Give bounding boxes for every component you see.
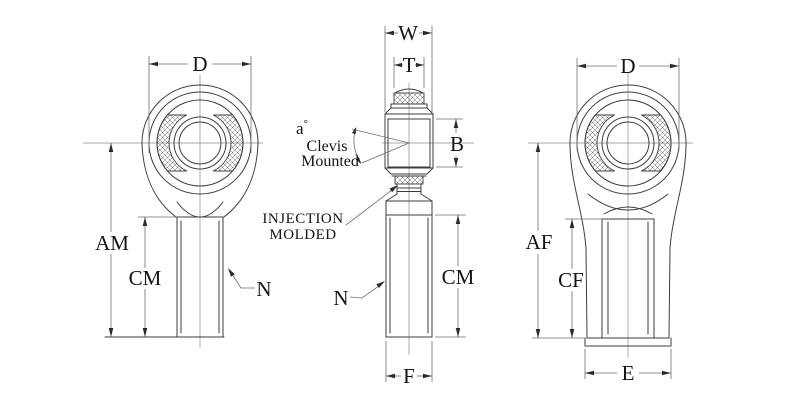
d-dimension-right: D [576,54,680,150]
dim-label-cf: CF [558,268,584,292]
callout-label-n-left: N [256,277,271,301]
dim-label-f: F [403,364,415,388]
cm-dimension-middle: CM [435,214,475,338]
housing-body [384,107,434,175]
note-clevis-line2: Mounted [301,153,359,170]
note-clevis-line1: Clevis [307,138,348,155]
injection-molded-callout: INJECTION MOLDED [262,185,398,243]
left-view: D AM CM N [83,52,272,348]
t-dimension: T [393,53,425,88]
right-view: D AF CF E [526,54,693,385]
n-callout-middle: N [333,281,385,310]
dim-label-b: B [450,132,464,156]
cm-dimension-left: CM [129,216,176,337]
d-dimension-left: D [148,52,252,153]
dim-label-d-right: D [620,54,635,78]
middle-view: W T [262,21,474,388]
molded-race-collar [385,175,433,202]
am-dimension: AM [95,143,129,337]
misalignment-angle-callout: a° Clevis Mounted [296,118,410,170]
dim-label-w: W [398,21,418,45]
middle-centerlines [382,83,474,355]
f-dimension: F [385,341,433,388]
left-race-hatch [156,114,244,172]
callout-label-n-middle: N [333,286,348,310]
dim-label-af: AF [526,230,553,254]
ball-stud-cap [390,88,428,109]
left-shank [104,216,225,338]
middle-shank [385,200,433,338]
right-threaded-tube [587,193,669,339]
w-dimension: W [384,21,433,112]
dim-label-am: AM [95,231,129,255]
e-dimension: E [584,349,672,385]
cf-dimension: CF [558,218,601,338]
dim-label-cm-middle: CM [442,265,475,289]
b-dimension: B [436,118,464,168]
dim-label-e: E [622,361,635,385]
note-injection-line1: INJECTION [262,211,343,227]
dim-label-cm-left: CM [129,266,162,290]
dim-label-t: T [403,53,416,77]
angle-label: a° [296,118,308,138]
note-injection-line2: MOLDED [269,227,336,243]
dim-label-d-left: D [192,52,207,76]
n-callout-left: N [228,268,272,301]
af-dimension: AF [526,143,586,339]
right-race-hatch [584,114,672,172]
